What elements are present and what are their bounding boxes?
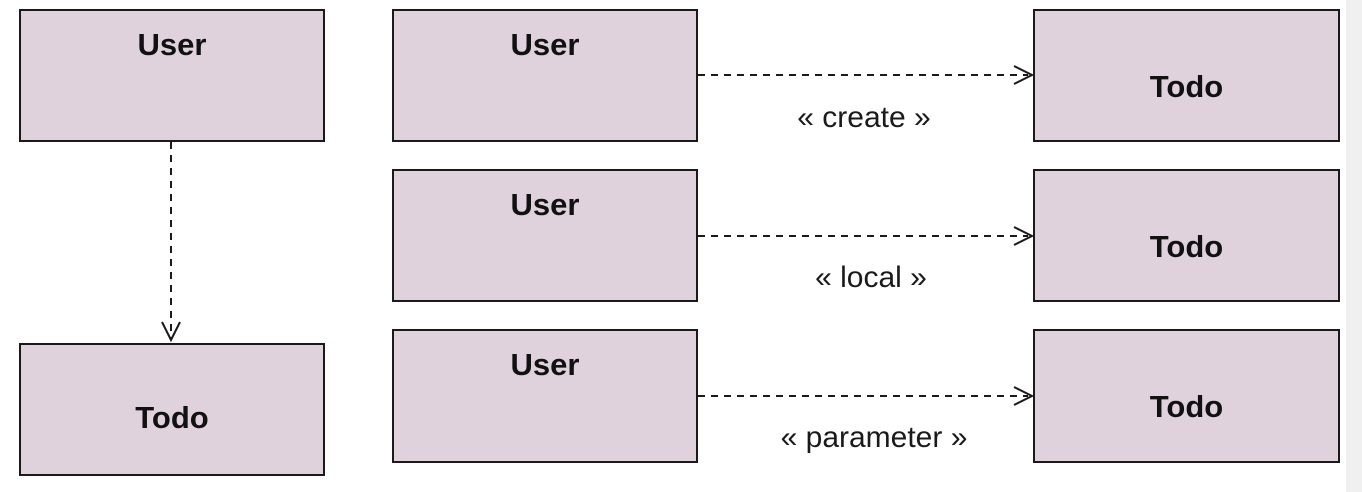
open-arrowhead-parameter xyxy=(1013,386,1035,406)
class-name: Todo xyxy=(1149,69,1224,104)
class-name: User xyxy=(137,27,207,62)
class-name: Todo xyxy=(1149,229,1224,264)
open-arrowhead-down xyxy=(161,321,181,343)
class-name: User xyxy=(510,347,580,382)
stereotype-label-create: « create » xyxy=(797,101,931,134)
class-box-todo: Todo xyxy=(1033,9,1340,142)
class-box-user: User xyxy=(392,9,698,142)
class-name: Todo xyxy=(1149,389,1224,424)
class-name: Todo xyxy=(135,400,209,435)
open-arrowhead-local xyxy=(1013,226,1035,246)
class-box-todo: Todo xyxy=(1033,329,1340,463)
class-box-user: User xyxy=(392,329,698,463)
class-box-user: User xyxy=(392,169,698,302)
open-arrowhead-create xyxy=(1013,65,1035,85)
stereotype-label-local: « local » xyxy=(815,261,927,294)
class-name: User xyxy=(510,187,580,222)
class-box-user: User xyxy=(19,9,325,142)
class-box-todo: Todo xyxy=(1033,169,1340,302)
class-name: User xyxy=(510,27,580,62)
class-box-todo: Todo xyxy=(19,343,325,476)
window-edge xyxy=(1346,0,1362,492)
stereotype-label-parameter: « parameter » xyxy=(780,421,968,454)
